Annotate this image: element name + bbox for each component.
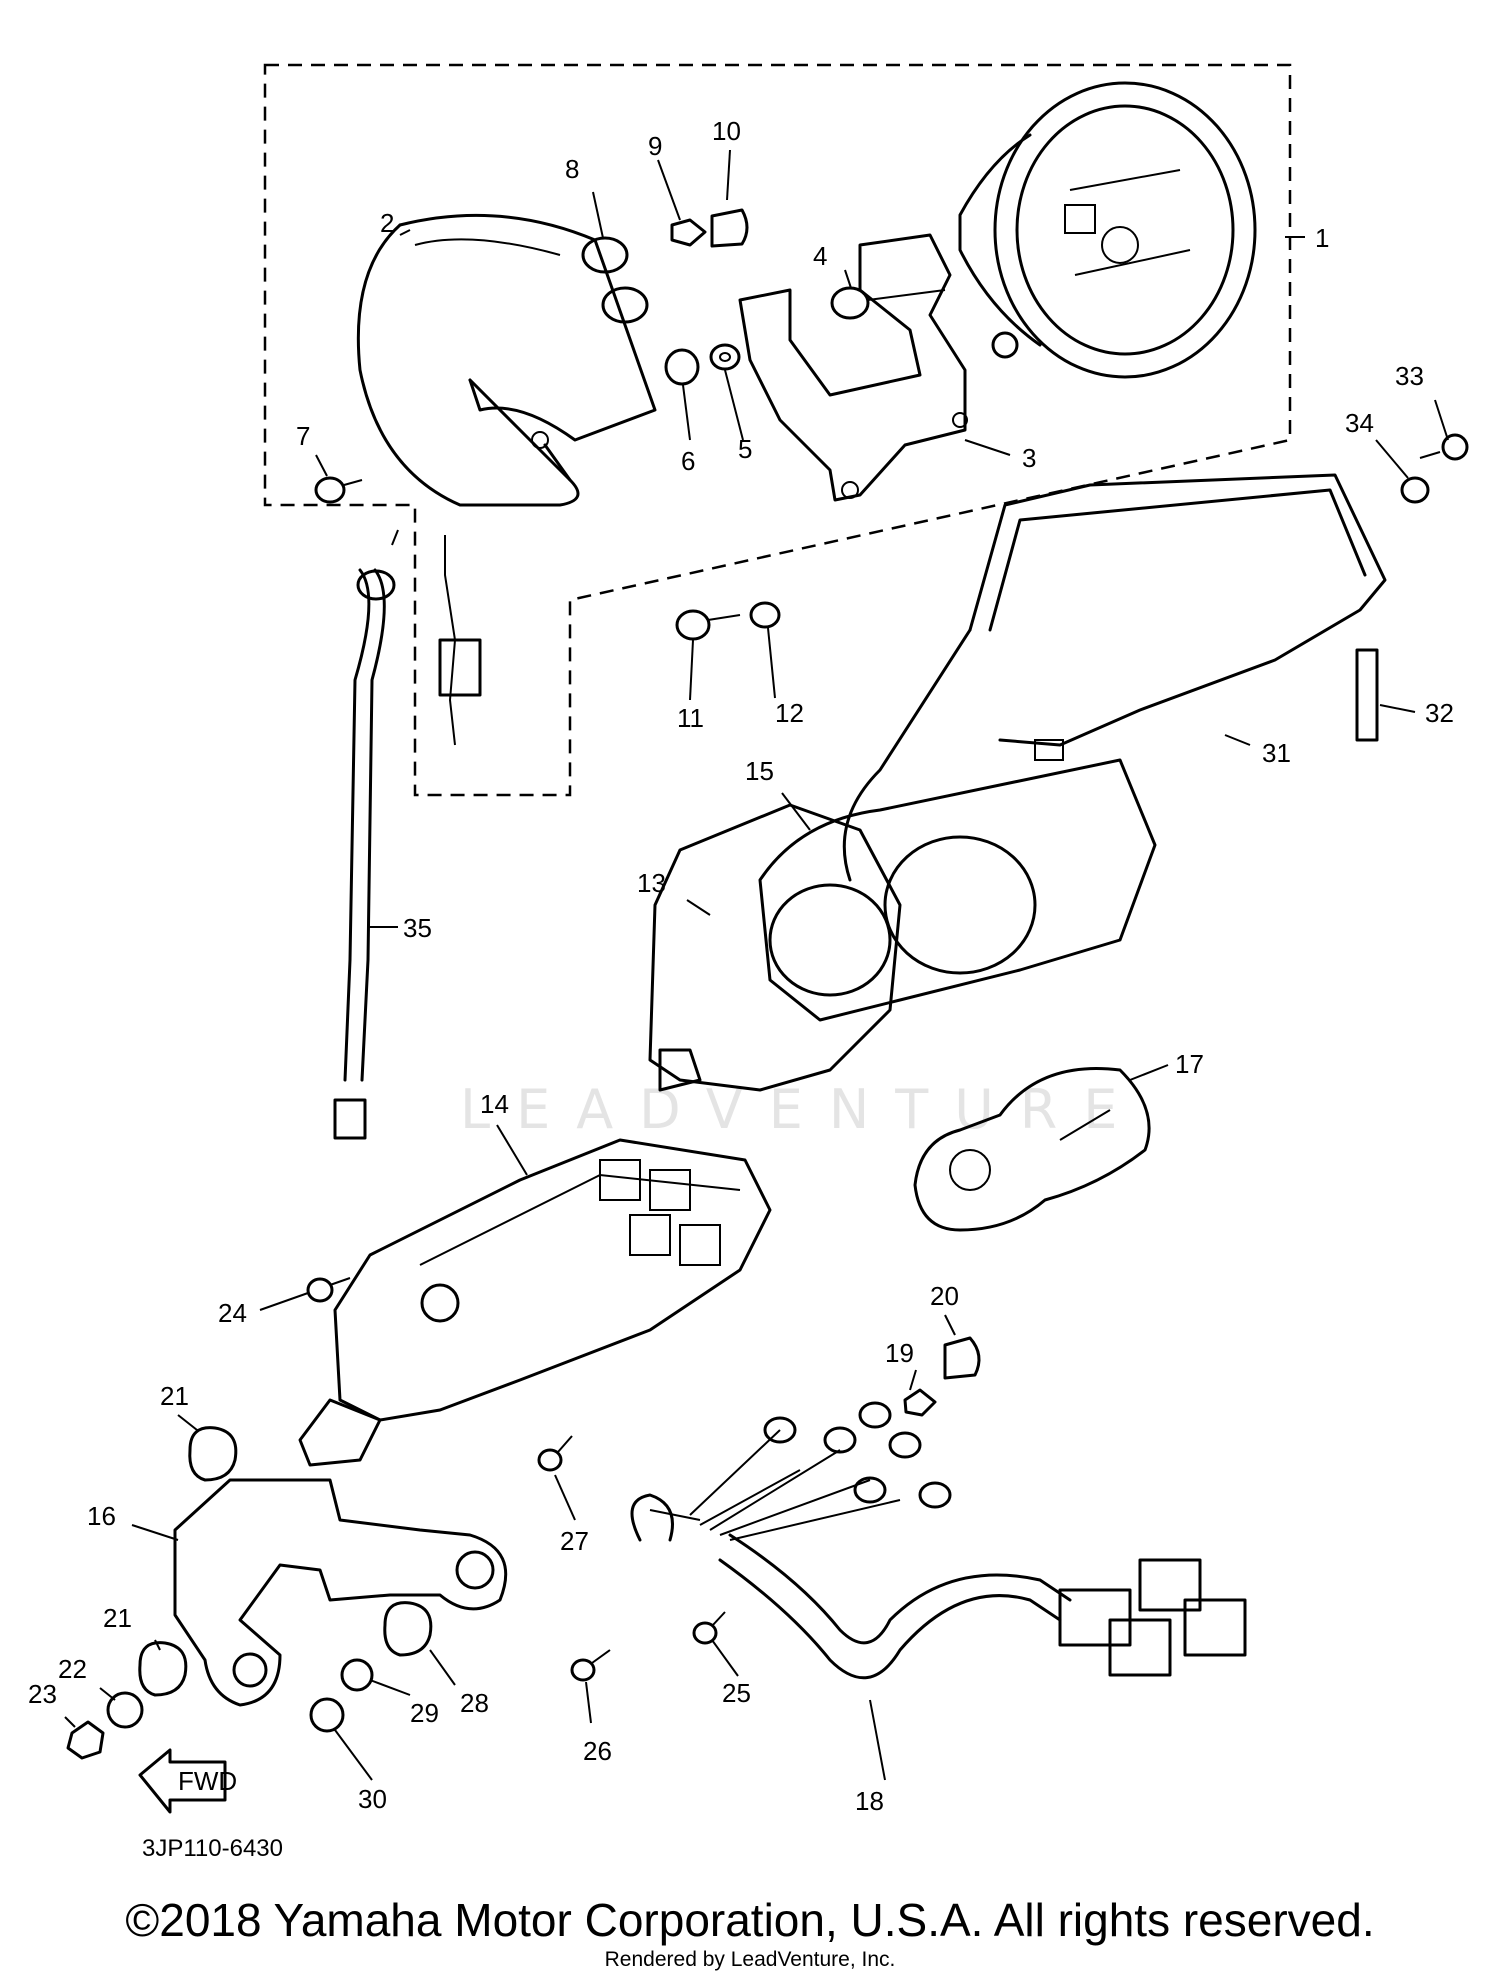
- damper[interactable]: [138, 1641, 188, 1697]
- callout-20: 20: [930, 1281, 959, 1311]
- bolt[interactable]: [675, 609, 741, 641]
- nut[interactable]: [664, 348, 700, 386]
- callout-4: 4: [813, 241, 827, 271]
- callout-33: 33: [1395, 361, 1424, 391]
- meter-housing-cover[interactable]: [842, 473, 1387, 882]
- callout-16: 16: [87, 1501, 116, 1531]
- pad[interactable]: [1355, 648, 1379, 742]
- callout-23: 23: [28, 1679, 57, 1709]
- callout-29: 29: [410, 1698, 439, 1728]
- callout-13: 13: [637, 868, 666, 898]
- callout-14: 14: [480, 1089, 509, 1119]
- callout-5: 5: [738, 434, 752, 464]
- damper[interactable]: [188, 1426, 238, 1482]
- meter-panel[interactable]: [758, 758, 1157, 1022]
- meter-wire-harness[interactable]: [630, 1401, 1247, 1680]
- screw[interactable]: [306, 1277, 351, 1303]
- callout-34: 34: [1345, 408, 1374, 438]
- indicator-lens[interactable]: [710, 208, 749, 248]
- render-credit: Rendered by LeadVenture, Inc.: [604, 1948, 896, 1971]
- callout-28: 28: [460, 1688, 489, 1718]
- nut[interactable]: [66, 1720, 105, 1760]
- forward-arrow: FWD: [138, 1748, 237, 1814]
- indicator-lens[interactable]: [943, 1336, 981, 1380]
- washer[interactable]: [1400, 476, 1430, 504]
- screw[interactable]: [537, 1435, 573, 1472]
- washer[interactable]: [340, 1658, 374, 1692]
- meter-assembly[interactable]: [958, 81, 1257, 379]
- meter-lead-wire: [438, 535, 482, 746]
- callout-32: 32: [1425, 698, 1454, 728]
- damper[interactable]: [383, 1601, 433, 1657]
- callout-1: 1: [1315, 223, 1329, 253]
- callout-27: 27: [560, 1526, 589, 1556]
- callout-24: 24: [218, 1298, 247, 1328]
- lower-meter-case[interactable]: [298, 1138, 772, 1467]
- callout-3: 3: [1022, 443, 1036, 473]
- callout-22: 22: [58, 1654, 87, 1684]
- callout-26: 26: [583, 1736, 612, 1766]
- callout-21-upper: 21: [160, 1381, 189, 1411]
- meter-unit[interactable]: [913, 1066, 1151, 1232]
- washer[interactable]: [709, 343, 741, 371]
- callout-9: 9: [648, 131, 662, 161]
- callout-35: 35: [403, 913, 432, 943]
- meter-bracket[interactable]: [738, 233, 968, 502]
- callout-17: 17: [1175, 1049, 1204, 1079]
- callout-labels: 1 2 3 4 5 6 7 8 9 10 11 12 13 14 15 16 1…: [28, 116, 1454, 1816]
- indicator-bulb[interactable]: [670, 218, 707, 247]
- screw[interactable]: [1419, 433, 1469, 461]
- indicator-socket[interactable]: [581, 236, 649, 324]
- meter-stay[interactable]: [173, 1478, 508, 1707]
- washer[interactable]: [749, 601, 781, 629]
- callout-8: 8: [565, 154, 579, 184]
- assembly-boundary: [263, 63, 1292, 797]
- callout-21-lower: 21: [103, 1603, 132, 1633]
- callout-7: 7: [296, 421, 310, 451]
- callout-25: 25: [722, 1678, 751, 1708]
- callout-11: 11: [677, 703, 704, 733]
- indicator-bulb[interactable]: [903, 1388, 937, 1417]
- callout-15: 15: [745, 756, 774, 786]
- screw[interactable]: [692, 1611, 726, 1645]
- diagram-code: 3JP110-6430: [142, 1835, 283, 1862]
- callout-31: 31: [1262, 738, 1291, 768]
- screw[interactable]: [314, 476, 363, 504]
- callout-2: 2: [380, 208, 394, 238]
- washer[interactable]: [106, 1691, 144, 1729]
- callout-12: 12: [775, 698, 804, 728]
- screw[interactable]: [570, 1649, 611, 1682]
- leader-lines: [64, 149, 1449, 1781]
- callout-19: 19: [885, 1338, 914, 1368]
- callout-30: 30: [358, 1784, 387, 1814]
- watermark: LEADVENTURE: [460, 1078, 1144, 1141]
- speedometer-cable[interactable]: [333, 529, 399, 1140]
- callout-6: 6: [681, 446, 695, 476]
- callout-10: 10: [712, 116, 741, 146]
- callout-18: 18: [855, 1786, 884, 1816]
- nut[interactable]: [309, 1697, 345, 1733]
- meter-cover[interactable]: [356, 213, 657, 507]
- meter-case[interactable]: [648, 803, 902, 1092]
- fwd-label: FWD: [178, 1766, 237, 1796]
- copyright-notice: ©2018 Yamaha Motor Corporation, U.S.A. A…: [125, 1894, 1375, 1946]
